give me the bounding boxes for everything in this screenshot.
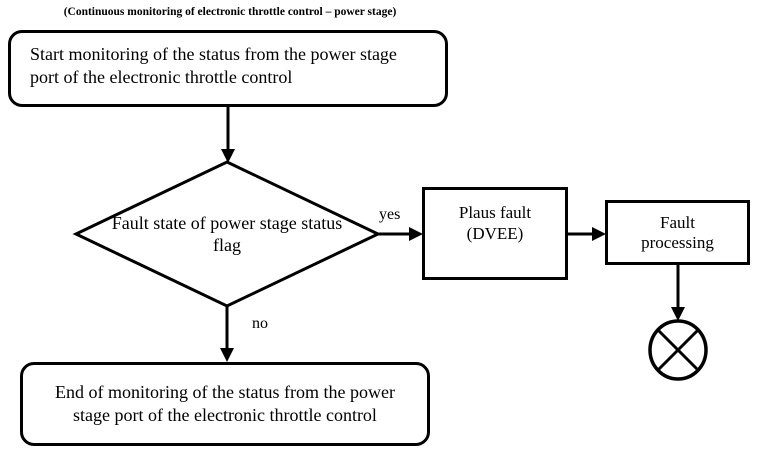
node-fault-processing: Fault processing bbox=[605, 200, 750, 265]
edge-label-yes: yes bbox=[379, 206, 401, 223]
node-end: End of monitoring of the status from the… bbox=[20, 362, 430, 446]
node-decision: Fault state of power stage status flag bbox=[106, 206, 348, 262]
arrow-plaus-to-fault-processing bbox=[568, 227, 606, 241]
node-start-label: Start monitoring of the status from the … bbox=[30, 44, 397, 87]
arrow-decision-to-end bbox=[220, 306, 234, 362]
chart-caption: (Continuous monitoring of electronic thr… bbox=[63, 6, 397, 18]
circle-x-connector-icon bbox=[648, 319, 708, 381]
node-start: Start monitoring of the status from the … bbox=[8, 30, 448, 107]
arrow-fault-processing-to-terminator bbox=[671, 265, 685, 321]
node-plaus-fault-label: Plaus fault (DVEE) bbox=[458, 203, 532, 243]
edge-label-no: no bbox=[252, 315, 268, 332]
node-decision-label: Fault state of power stage status flag bbox=[111, 213, 343, 255]
node-end-label: End of monitoring of the status from the… bbox=[55, 382, 395, 425]
node-plaus-fault: Plaus fault (DVEE) bbox=[422, 187, 568, 280]
node-fault-processing-label: Fault processing bbox=[641, 212, 714, 252]
arrow-decision-to-plaus bbox=[377, 227, 423, 241]
arrow-start-to-decision bbox=[221, 107, 235, 163]
